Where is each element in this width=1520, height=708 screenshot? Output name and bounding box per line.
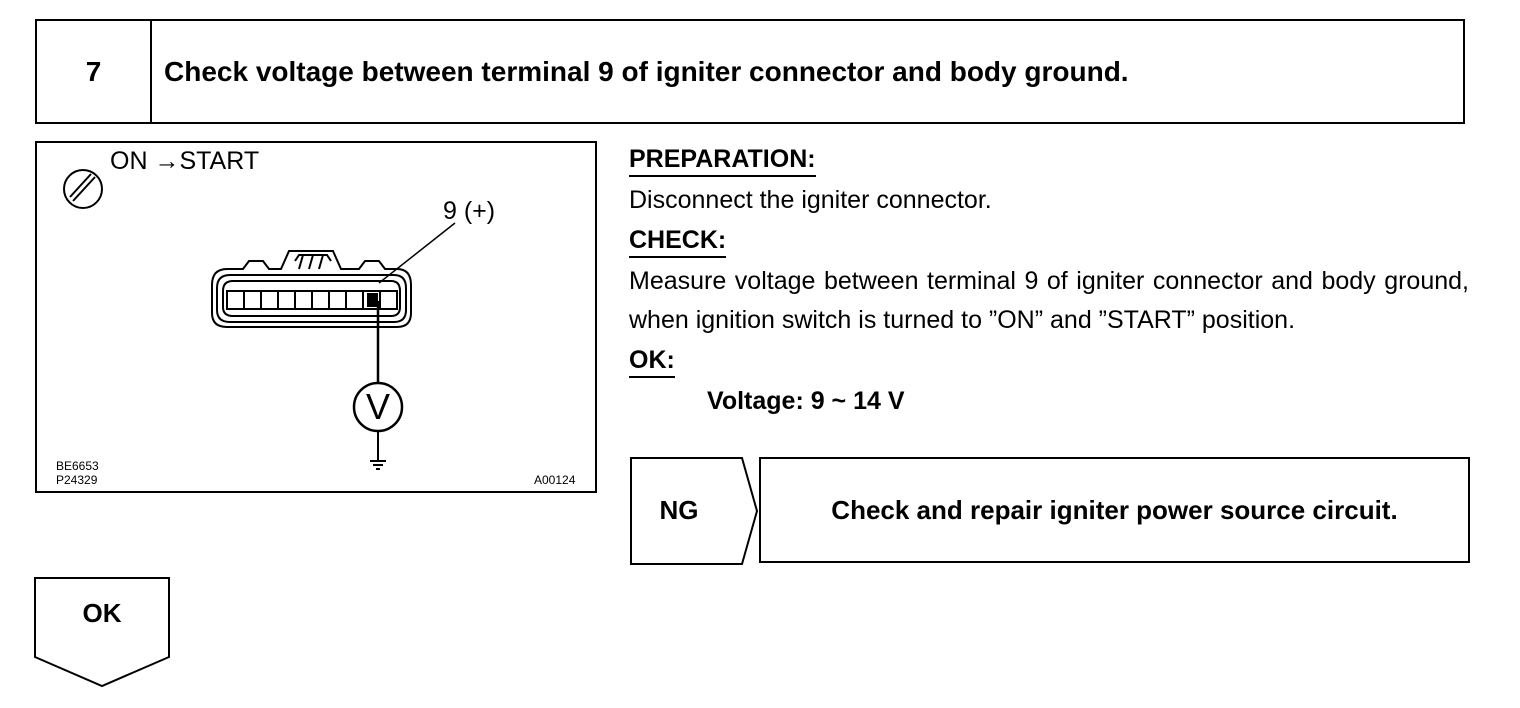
step-title: Check voltage between terminal 9 of igni… [164,55,1129,87]
ng-label: NG [659,494,699,525]
terminal-leader-line [378,222,456,284]
figure-code-2: P24329 [56,473,98,487]
step-header: 7 Check voltage between terminal 9 of ig… [35,19,1465,124]
step-number: 7 [37,21,152,122]
connector-diagram: V [63,169,456,470]
preparation-text: Disconnect the igniter connector. [629,186,992,214]
terminal-label: 9 (+) [443,197,496,225]
ng-action-box: Check and repair igniter power source ci… [759,457,1470,563]
terminal-9-marker [367,293,378,307]
instructions: PREPARATION: Disconnect the igniter conn… [629,140,1469,421]
figure-code-1: BE6653 [56,459,99,473]
ground-icon [370,431,386,470]
switch-position-label: ON →START [110,147,260,175]
ok-spec: Voltage: 9 ~ 14 V [707,386,905,415]
ok-label: OK [82,598,122,628]
igniter-connector-icon [211,250,412,328]
voltmeter-symbol: V [366,386,390,427]
check-text: Measure voltage between terminal 9 of ig… [629,266,1469,335]
ok-heading: OK: [629,344,675,378]
wiring-figure: V ON →START 9 (+) BE6653 P24329 A00124 [35,141,597,493]
check-heading: CHECK: [629,224,727,258]
figure-code-3: A00124 [534,473,576,487]
preparation-heading: PREPARATION: [629,143,816,177]
ok-arrow-shape [34,577,170,688]
ignition-key-icon [63,169,103,209]
ng-arrow-shape [630,457,759,565]
